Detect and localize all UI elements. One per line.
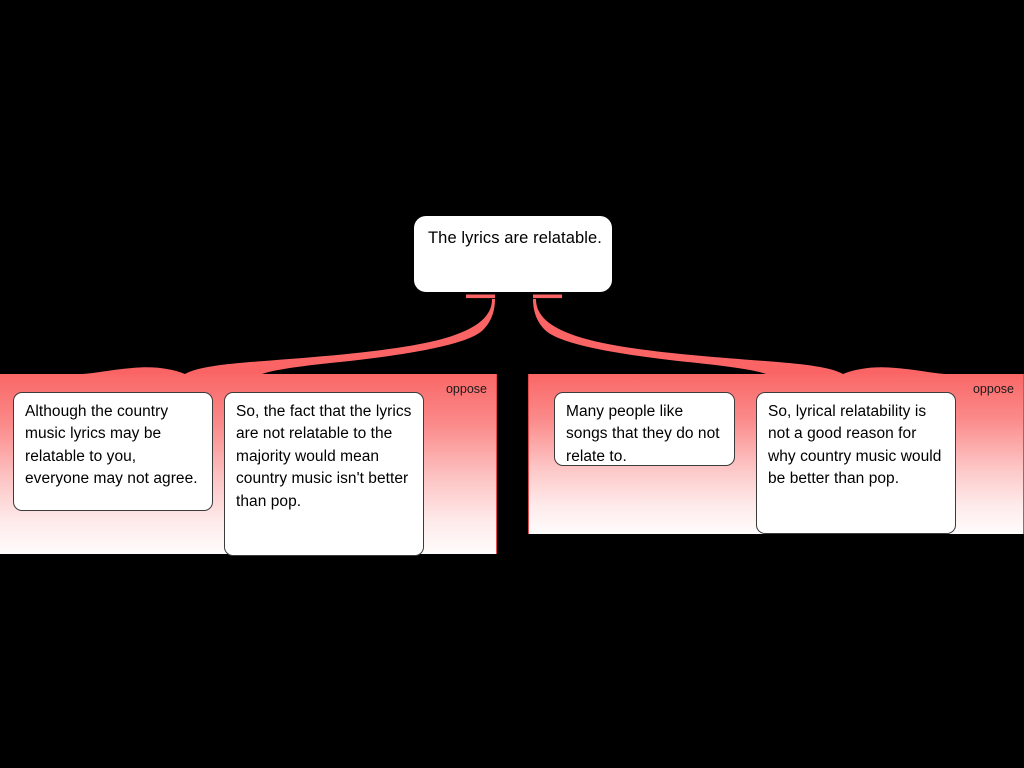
claim-card[interactable]: So, lyrical relatability is not a good r… [756, 392, 956, 534]
oppose-group-left[interactable]: oppose Although the country music lyrics… [0, 374, 497, 556]
connector-right [533, 294, 1024, 383]
group-label-oppose-right: oppose [972, 382, 1014, 396]
group-label-oppose-left: oppose [445, 382, 487, 396]
connector-left [0, 294, 495, 383]
claim-card[interactable]: Many people like songs that they do not … [554, 392, 735, 466]
claim-card[interactable]: Although the country music lyrics may be… [13, 392, 213, 511]
root-claim-node[interactable]: The lyrics are relatable. [414, 216, 612, 292]
oppose-group-right[interactable]: oppose Many people like songs that they … [528, 374, 1024, 534]
claim-card[interactable]: So, the fact that the lyrics are not rel… [224, 392, 424, 556]
claim-card-text: So, lyrical relatability is not a good r… [768, 403, 942, 488]
claim-card-text: Although the country music lyrics may be… [25, 403, 198, 488]
claim-card-text: Many people like songs that they do not … [566, 403, 720, 465]
root-claim-text: The lyrics are relatable. [428, 229, 602, 247]
claim-card-text: So, the fact that the lyrics are not rel… [236, 403, 412, 510]
